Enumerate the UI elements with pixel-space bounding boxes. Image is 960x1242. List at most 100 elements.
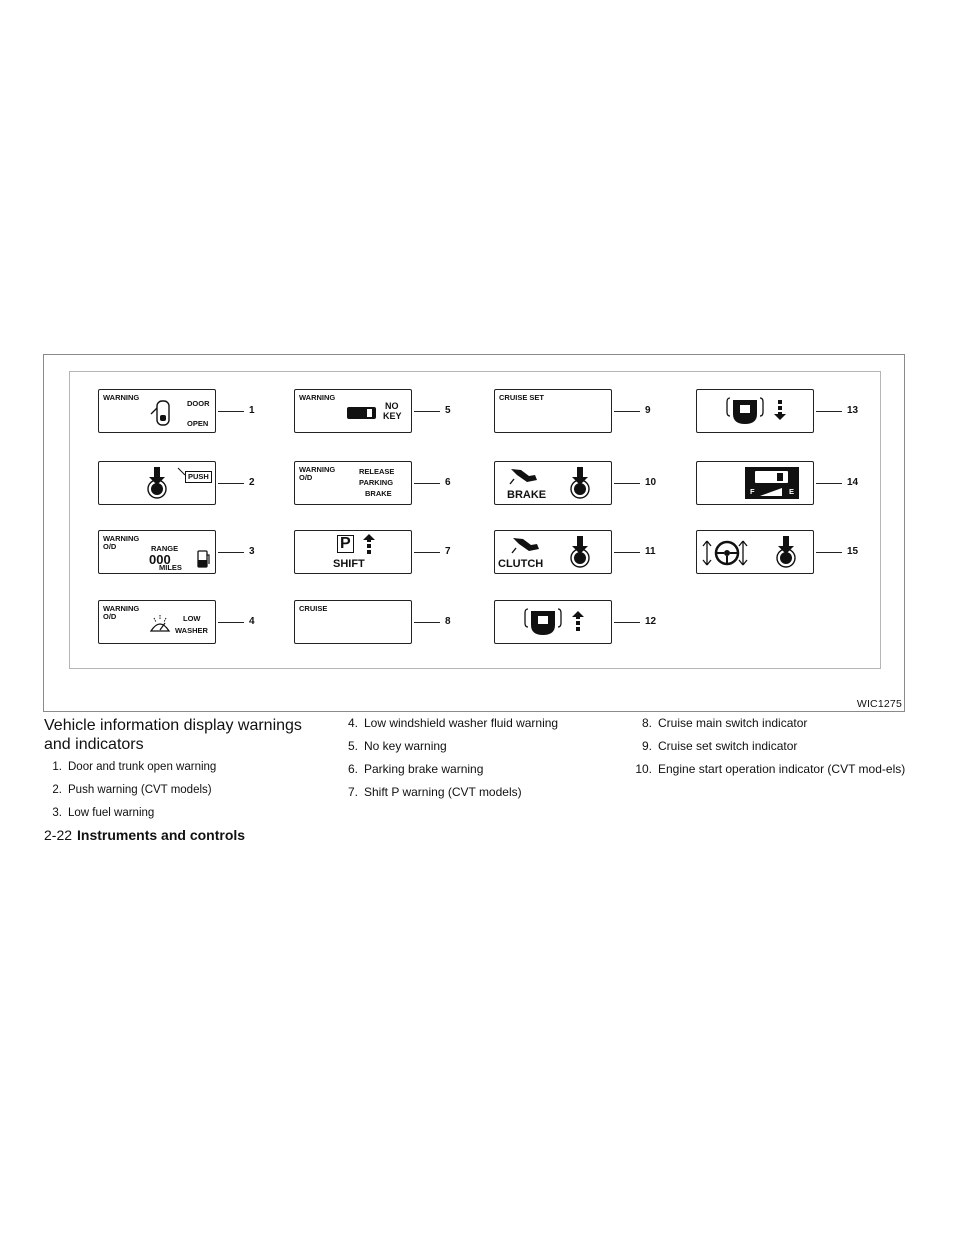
shift-down-arrow-icon (774, 400, 786, 420)
panel-e-label: E (789, 487, 795, 496)
panel-steering-lock (696, 389, 814, 433)
panel-range-value: 000 (149, 552, 171, 567)
panel-push-label: PUSH (185, 471, 212, 483)
list-item: 8.Cruise main switch indicator (641, 716, 808, 730)
figure-code: WIC1275 (856, 698, 902, 710)
panel-od-label: O/D (103, 542, 117, 551)
panel-clutch-start: CLUTCH (494, 530, 612, 574)
panel-no-key: WARNING NO KEY (294, 389, 412, 433)
list-item: 10.Engine start operation indicator (CVT… (635, 762, 906, 776)
panel-warning-label: WARNING (103, 604, 140, 613)
foot-on-pedal-icon (511, 538, 539, 554)
panel-brake-label: BRAKE (365, 489, 392, 498)
callout-number: 3 (249, 546, 255, 557)
panel-door-label: DOOR (187, 399, 210, 408)
callout-number: 14 (847, 477, 859, 488)
leader-line (816, 411, 842, 412)
panel-range-label: RANGE (151, 544, 179, 553)
panel-od-label: O/D (299, 473, 313, 482)
leader-line (414, 483, 440, 484)
intelligent-key-icon (755, 471, 788, 483)
panel-cruise-set: CRUISE SET (494, 389, 612, 433)
panel-warning-label: WARNING (299, 465, 336, 474)
panel-p-label: P (337, 535, 354, 553)
leader-line (414, 622, 440, 623)
callout-number: 6 (445, 477, 451, 488)
list-item: 9.Cruise set switch indicator (641, 739, 798, 753)
panel-shift-label: SHIFT (333, 558, 365, 570)
callout-number: 2 (249, 477, 255, 488)
panel-f-label: F (750, 487, 755, 496)
foot-on-pedal-icon (509, 469, 537, 485)
panel-brake-start: BRAKE (494, 461, 612, 505)
callout-number: 7 (445, 546, 451, 557)
section-heading: Vehicle information display warnings and… (44, 716, 314, 754)
list-item: 4.Low windshield washer fluid warning (347, 716, 559, 730)
warning-indicator-figure: WARNING DOOR OPEN 1 PUSH 2 WARNING O/D R… (43, 354, 905, 712)
list-item: 5.No key warning (347, 739, 447, 753)
leader-line (414, 411, 440, 412)
indicator-list-col2: 4.Low windshield washer fluid warning 5.… (340, 716, 610, 808)
panel-no-label: NO (385, 401, 399, 411)
leader-line (614, 411, 640, 412)
callout-number: 8 (445, 616, 451, 627)
indicator-list-col3: 8.Cruise main switch indicator 9.Cruise … (628, 716, 913, 785)
battery-gauge-icon (760, 488, 782, 496)
callout-number: 13 (847, 405, 859, 416)
panel-parking-label: PARKING (359, 478, 394, 487)
section-heading-line1: Vehicle information display warnings (44, 717, 302, 734)
leader-line (614, 552, 640, 553)
leader-line (614, 622, 640, 623)
ignition-push-icon (776, 536, 796, 568)
callout-number: 15 (847, 546, 859, 557)
panel-low-washer: WARNING O/D LOW WASHER (98, 600, 216, 644)
callout-number: 4 (249, 616, 255, 627)
key-battery-icon: F E (745, 467, 799, 499)
ignition-push-icon (147, 467, 167, 499)
leader-line (218, 483, 244, 484)
panel-warning-label: WARNING (103, 534, 140, 543)
callout-number: 10 (645, 477, 657, 488)
panel-steering-wheel (696, 530, 814, 574)
panel-release-label: RELEASE (359, 467, 395, 476)
indicator-list-col1: 1.Door and trunk open warning 2.Push war… (44, 760, 314, 829)
panel-open-label: OPEN (187, 419, 209, 428)
panel-miles-label: MILES (159, 563, 182, 572)
panel-low-fuel: WARNING O/D RANGE 000 MILES (98, 530, 216, 574)
shift-up-arrow-icon (572, 611, 584, 631)
panel-push: PUSH (98, 461, 216, 505)
car-door-icon (150, 400, 170, 426)
leader-line (218, 622, 244, 623)
list-item: 3.Low fuel warning (52, 807, 155, 819)
list-item: 6.Parking brake warning (347, 762, 484, 776)
panel-key-label: KEY (383, 411, 402, 421)
section-name: Instruments and controls (77, 827, 246, 843)
steering-lock-icon (524, 608, 562, 635)
figure-inner-frame (69, 371, 881, 669)
panel-od-label: O/D (103, 612, 117, 621)
leader-line (218, 411, 244, 412)
callout-number: 1 (249, 405, 255, 416)
panel-door-open: WARNING DOOR OPEN (98, 389, 216, 433)
panel-brake-label: BRAKE (507, 489, 547, 501)
fuel-pump-icon (197, 550, 210, 568)
leader-line (614, 483, 640, 484)
panel-cruise: CRUISE (294, 600, 412, 644)
shift-up-arrow-icon (363, 534, 375, 554)
panel-parking-brake: WARNING O/D RELEASE PARKING BRAKE (294, 461, 412, 505)
callout-number: 5 (445, 405, 451, 416)
leader-line (414, 552, 440, 553)
callout-number: 12 (645, 616, 657, 627)
list-item: 7.Shift P warning (CVT models) (347, 785, 522, 799)
ignition-push-icon (570, 536, 590, 568)
steering-lock-icon (726, 397, 764, 424)
panel-warning-label: WARNING (103, 393, 140, 402)
panel-key-battery: F E (696, 461, 814, 505)
leader-line (218, 552, 244, 553)
list-item: 1.Door and trunk open warning (52, 761, 217, 773)
callout-number: 9 (645, 405, 651, 416)
steering-wheel-icon (702, 540, 748, 566)
panel-cruise-set-label: CRUISE SET (499, 393, 545, 402)
leader-line (816, 552, 842, 553)
list-item: 2.Push warning (CVT models) (52, 784, 212, 796)
